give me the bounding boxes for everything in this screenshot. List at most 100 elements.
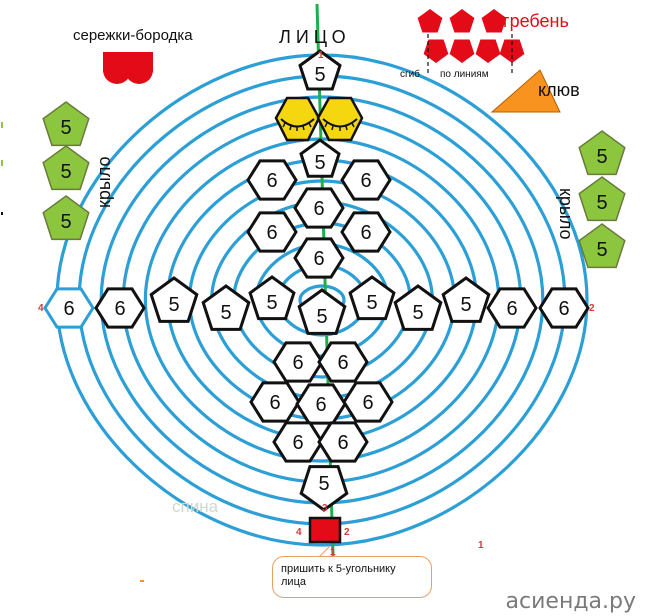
pentagon-number: 5 [220, 302, 231, 324]
hexagon-piece: 6 [317, 341, 369, 383]
hexagon-number: 6 [362, 392, 373, 414]
wattle-shape [103, 52, 153, 84]
hexagon-piece: 6 [43, 287, 95, 329]
comb-pentagon [449, 39, 475, 63]
wing-pentagon-shape [42, 145, 90, 191]
wing-right-label: крыло [556, 188, 576, 240]
hexagon-piece: 6 [272, 341, 324, 383]
pentagon-piece: 5 [393, 284, 443, 331]
pentagon-number: 5 [168, 294, 179, 316]
hexagon-shape [486, 287, 538, 329]
wing-pentagon: 5 [42, 195, 90, 241]
wing-pentagon-number: 5 [60, 117, 71, 139]
pentagon-shape [393, 284, 443, 331]
comb-pentagon [481, 9, 507, 33]
hexagon-piece: 6 [293, 187, 345, 229]
pentagon-piece: 5 [348, 275, 396, 321]
back-label: спина [172, 497, 219, 516]
hexagon-piece: 6 [340, 159, 392, 201]
hexagon-number: 6 [360, 222, 371, 244]
hexagon-number: 6 [360, 170, 371, 192]
wing-pentagon-shape [578, 130, 626, 176]
stitch-contour [232, 221, 412, 379]
hexagon-piece: 6 [342, 381, 394, 423]
number-3-bottom: 3 [322, 503, 328, 514]
number-2-right: 2 [589, 303, 595, 314]
hexagon-number: 6 [315, 394, 326, 416]
hexagon-number: 6 [506, 298, 517, 320]
hexagon-number: 6 [558, 298, 569, 320]
hexagon-number: 6 [292, 352, 303, 374]
beak-label: клюв [538, 80, 580, 100]
hexagon-piece: 6 [538, 287, 590, 329]
hexagon-number: 6 [266, 170, 277, 192]
wing-pentagon-number: 5 [596, 239, 607, 261]
hexagon-shape [272, 421, 324, 463]
pentagon-piece: 5 [298, 49, 342, 91]
center-axis-line [315, 3, 335, 557]
wing-pentagon-number: 5 [60, 211, 71, 233]
hexagon-shape [246, 211, 298, 253]
hexagon-piece: 6 [340, 211, 392, 253]
number-1-bottom: 1 [330, 547, 336, 558]
hexagon-piece: 6 [293, 237, 345, 279]
hexagon-number: 6 [292, 432, 303, 454]
hexagon-piece: 6 [246, 211, 298, 253]
wing-pentagon-number: 5 [596, 192, 607, 214]
site-watermark: асиенда.ру [506, 589, 636, 614]
pentagon-number: 5 [266, 292, 277, 314]
comb-pentagon [423, 39, 449, 63]
hexagon-shape [249, 381, 301, 423]
pentagon-piece: 5 [149, 276, 199, 323]
wing-pentagon-shape [42, 195, 90, 241]
stitch-contour [55, 53, 589, 547]
hexagon-piece: 6 [295, 383, 347, 425]
hexagon-shape [317, 421, 369, 463]
pentagon-shape [298, 49, 342, 91]
tail-square [308, 516, 342, 544]
hexagon-shape [246, 159, 298, 201]
beak-triangle [490, 69, 561, 113]
hexagon-piece: 6 [249, 381, 301, 423]
hexagon-shape [340, 159, 392, 201]
along-lines-label: по линиям [440, 69, 489, 80]
comb-pentagon [475, 39, 501, 63]
fold-label: сгиб [400, 68, 420, 80]
pentagon-piece: 5 [297, 288, 347, 335]
wing-pentagon-shape [578, 176, 626, 222]
pentagon-number: 5 [366, 292, 377, 314]
watermark-text: асиенда.ру [505, 589, 636, 614]
hexagon-piece: 6 [94, 287, 146, 329]
pentagon-piece: 5 [441, 276, 491, 323]
hexagon-shape [293, 187, 345, 229]
pentagon-shape [248, 275, 296, 321]
pentagon-shape [297, 288, 347, 335]
wing-pentagon-shape [578, 223, 626, 269]
number-1-stray: 1 [478, 540, 484, 551]
hexagon-piece: 6 [272, 421, 324, 463]
pentagon-piece: 5 [248, 275, 296, 321]
hexagon-piece: 6 [246, 159, 298, 201]
stitch-contour [143, 137, 501, 463]
hexagon-shape [340, 211, 392, 253]
hexagon-number: 6 [313, 248, 324, 270]
pentagon-piece: 5 [299, 465, 349, 512]
pentagon-shape [299, 465, 349, 512]
hexagon-number: 6 [337, 352, 348, 374]
hexagon-shape [317, 341, 369, 383]
wing-pentagon: 5 [578, 223, 626, 269]
face-label: ЛИЦО [279, 27, 351, 47]
hexagon-number: 6 [63, 298, 74, 320]
comb-pentagon [449, 9, 475, 33]
hexagon-piece: 6 [317, 421, 369, 463]
pentagon-piece: 5 [299, 138, 341, 178]
number-1-top: 1 [318, 50, 324, 61]
hexagon-shape [272, 341, 324, 383]
pentagon-number: 5 [412, 302, 423, 324]
wing-pentagon: 5 [42, 101, 90, 147]
comb-pentagons [417, 9, 525, 63]
pentagon-shape [299, 138, 341, 178]
hexagon-number: 6 [266, 222, 277, 244]
